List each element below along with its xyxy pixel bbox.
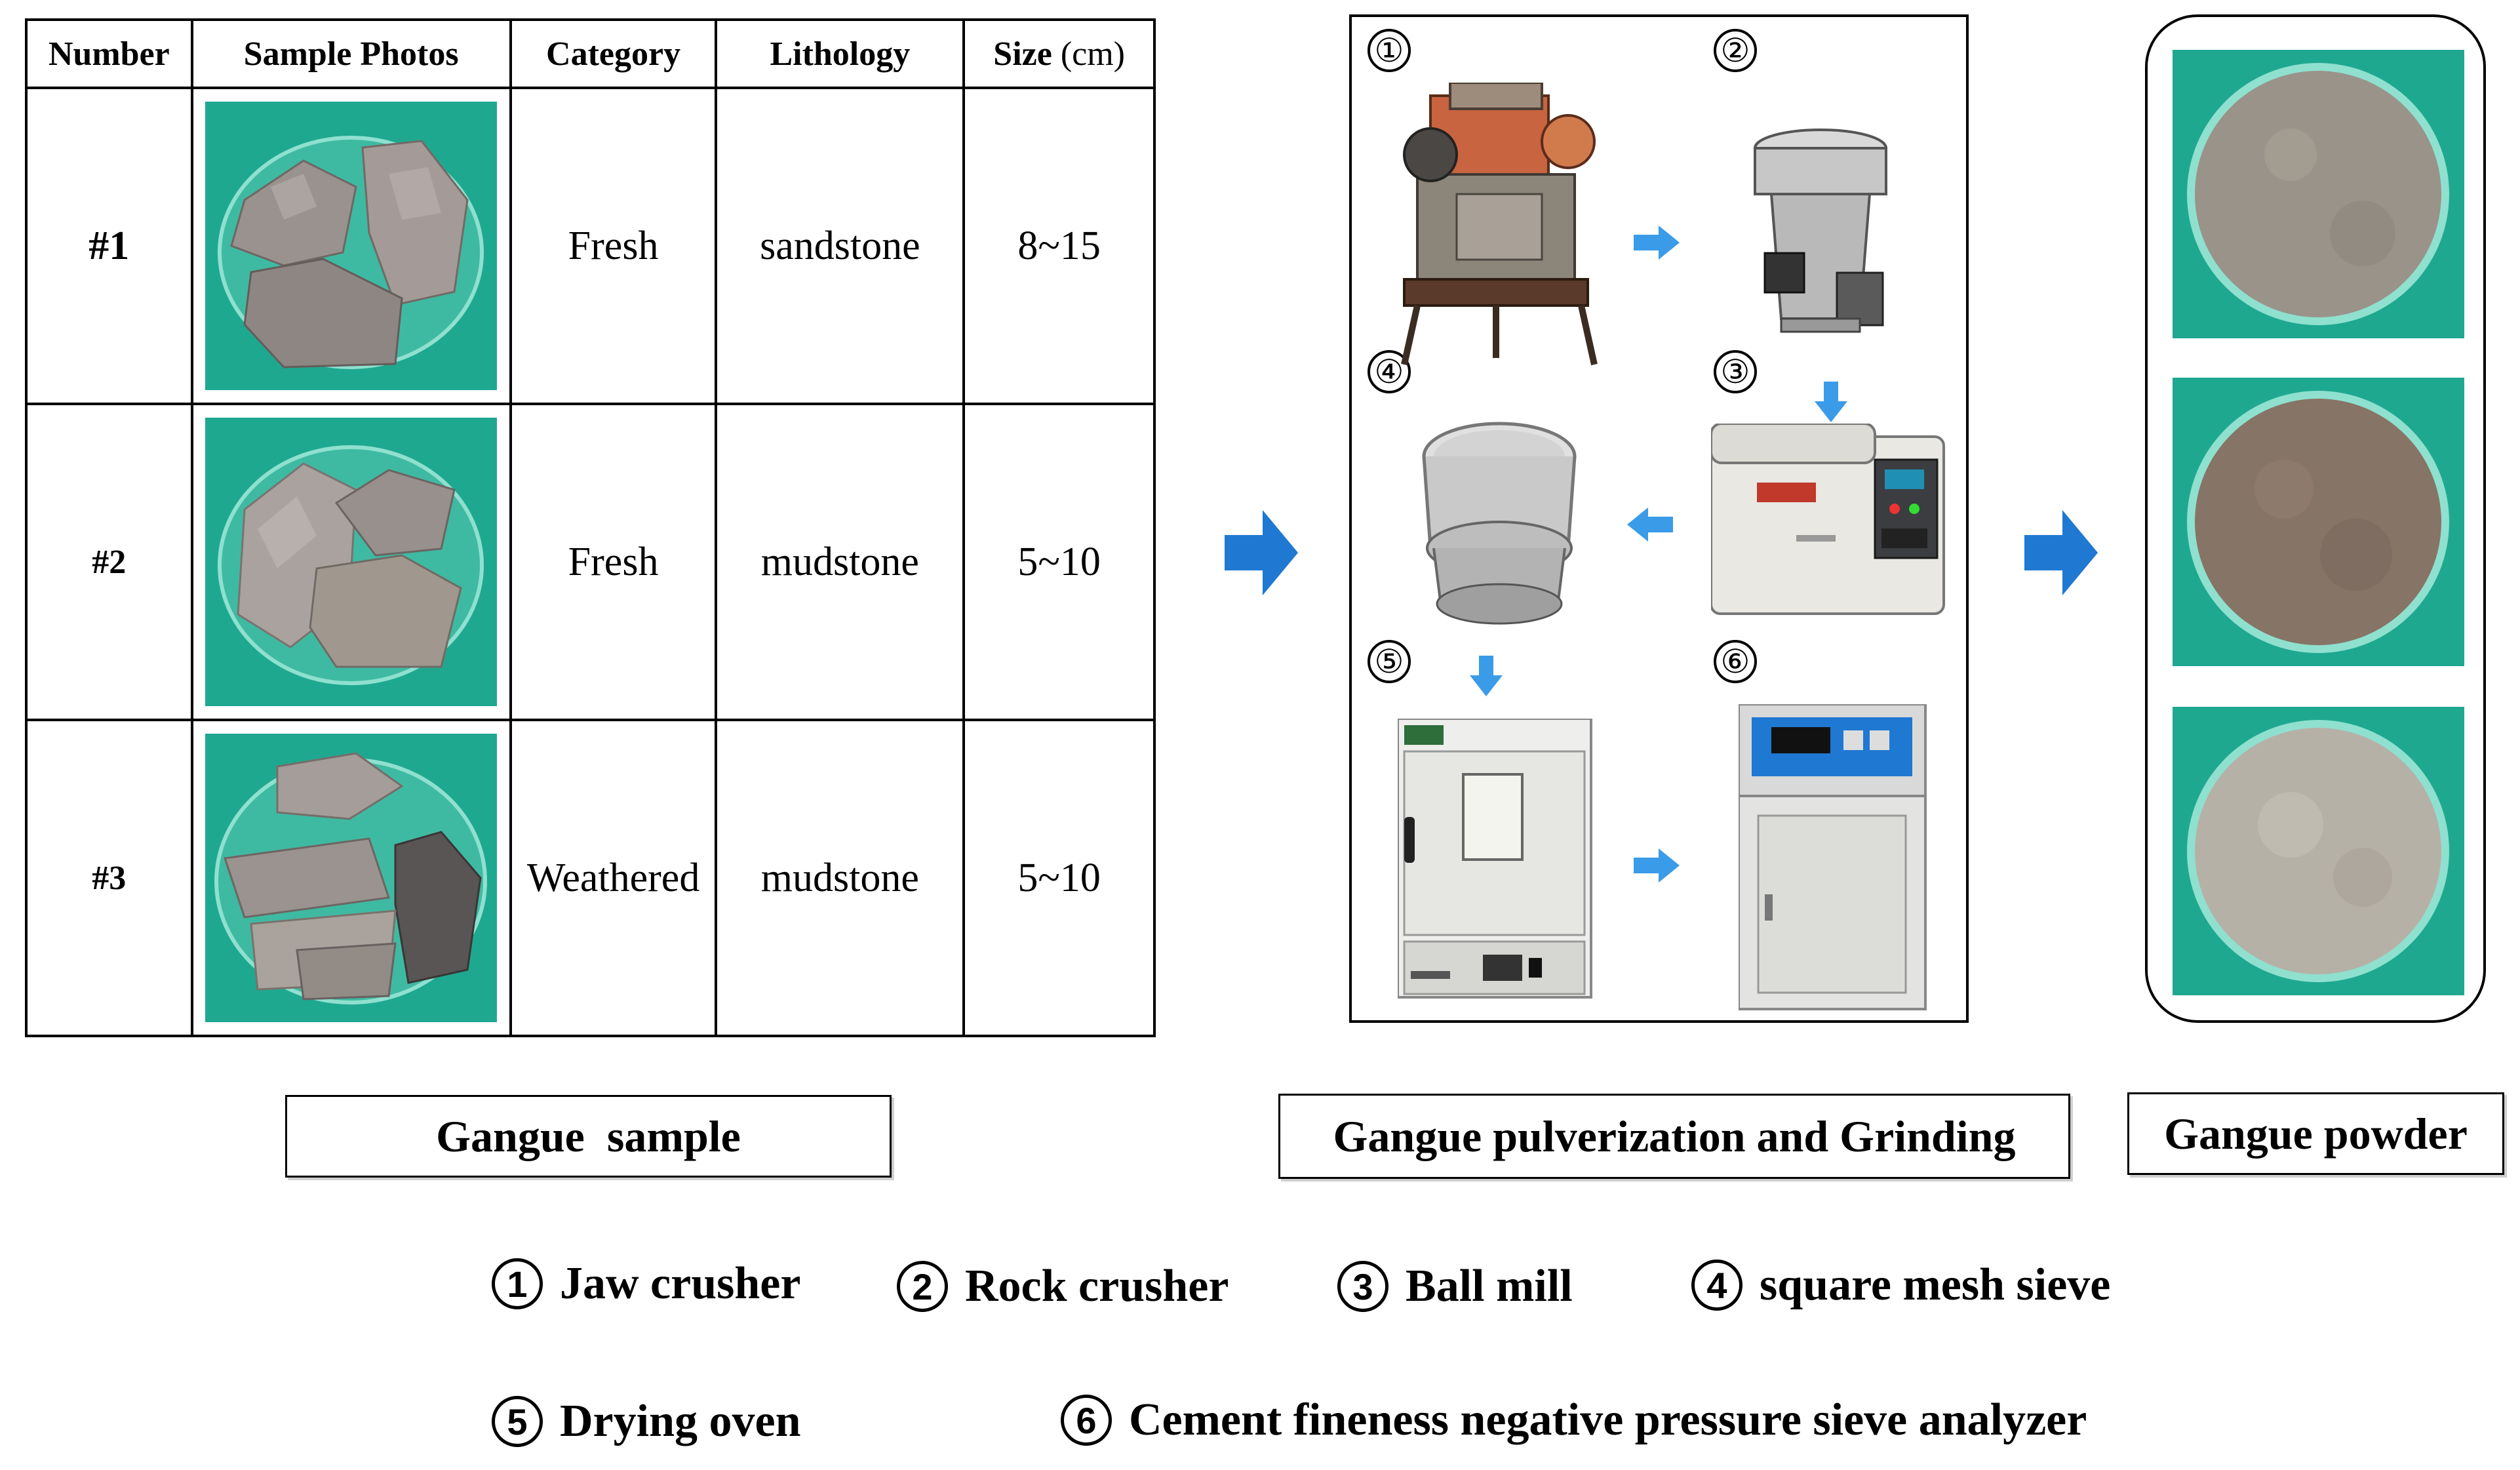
sample-photo-cell bbox=[190, 87, 512, 405]
step-number-4: ④ bbox=[1368, 350, 1411, 393]
header-number: Number bbox=[25, 18, 193, 89]
legend-rock-crusher: 2 Rock crusher bbox=[897, 1260, 1229, 1313]
pulverization-caption: Gangue pulverization and Grinding bbox=[1278, 1094, 2070, 1179]
legend-number: 1 bbox=[492, 1258, 543, 1309]
row-size: 5~10 bbox=[962, 719, 1156, 1037]
ball-mill-image bbox=[1711, 424, 1947, 620]
step-arrow-right-icon bbox=[1634, 848, 1680, 883]
row-lithology: mudstone bbox=[715, 403, 966, 721]
step-number-1: ① bbox=[1368, 29, 1411, 72]
gangue-sample-caption: Gangue sample bbox=[285, 1095, 892, 1178]
powder-photo-1 bbox=[2173, 50, 2464, 338]
sample-photo-fresh-mudstone bbox=[205, 418, 498, 706]
legend-drying-oven: 5 Drying oven bbox=[492, 1395, 801, 1448]
header-size-unit: (cm) bbox=[1060, 35, 1125, 73]
row-number: #3 bbox=[25, 719, 193, 1037]
sample-photo-cell bbox=[190, 403, 512, 721]
header-size: Size (cm) bbox=[962, 18, 1156, 89]
table-row: #2 Fresh mudstone 5~10 bbox=[25, 403, 1156, 721]
gangue-sample-table: Number Sample Photos Category Lithology … bbox=[25, 18, 1156, 1037]
legend-label: Drying oven bbox=[560, 1396, 801, 1446]
step-number-3: ③ bbox=[1714, 350, 1757, 393]
header-size-label: Size bbox=[993, 35, 1052, 73]
powder-photo-2 bbox=[2173, 378, 2464, 666]
step-number-5: ⑤ bbox=[1368, 640, 1411, 683]
row-category: Weathered bbox=[509, 719, 718, 1037]
row-number: #2 bbox=[25, 403, 193, 721]
legend-number: 6 bbox=[1061, 1395, 1112, 1446]
step-number-2: ② bbox=[1714, 29, 1757, 72]
legend-number: 4 bbox=[1691, 1260, 1742, 1311]
step-arrow-down-icon bbox=[1470, 656, 1503, 696]
jaw-crusher-image bbox=[1391, 83, 1614, 371]
row-lithology: mudstone bbox=[715, 719, 966, 1037]
step-arrow-down-icon bbox=[1815, 382, 1847, 422]
legend-label: Jaw crusher bbox=[560, 1258, 801, 1309]
table-row: #1 Fresh sandstone 8~15 bbox=[25, 87, 1156, 405]
square-mesh-sieve-image bbox=[1417, 417, 1581, 633]
flow-arrow-right-icon bbox=[1225, 510, 1298, 595]
flow-arrow-right-icon bbox=[2024, 510, 2098, 595]
rock-crusher-image bbox=[1745, 122, 1896, 338]
legend-label: square mesh sieve bbox=[1760, 1260, 2111, 1310]
row-lithology: sandstone bbox=[715, 87, 966, 405]
row-size: 8~15 bbox=[962, 87, 1156, 405]
gangue-powder-panel bbox=[2145, 14, 2486, 1023]
legend-label: Ball mill bbox=[1406, 1261, 1573, 1311]
row-size: 5~10 bbox=[962, 403, 1156, 721]
legend-label: Rock crusher bbox=[965, 1261, 1229, 1311]
table-row: #3 Weathered mudstone 5~10 bbox=[25, 719, 1156, 1037]
row-number: #1 bbox=[25, 87, 193, 405]
header-lithology: Lithology bbox=[715, 18, 966, 89]
step-arrow-right-icon bbox=[1634, 226, 1680, 260]
pulverization-process-panel: ① ② ④ ③ ⑤ ⑥ bbox=[1349, 14, 1969, 1023]
legend-jaw-crusher: 1 Jaw crusher bbox=[492, 1258, 800, 1310]
sample-photo-cell bbox=[190, 719, 512, 1037]
gangue-powder-caption: Gangue powder bbox=[2127, 1092, 2504, 1175]
header-sample-photos: Sample Photos bbox=[190, 18, 512, 89]
powder-photo-3 bbox=[2173, 707, 2464, 995]
legend-number: 3 bbox=[1337, 1261, 1388, 1312]
sample-photo-sandstone bbox=[205, 102, 498, 390]
drying-oven-image bbox=[1398, 719, 1594, 1001]
sample-photo-weathered-mudstone bbox=[205, 734, 498, 1022]
legend-number: 5 bbox=[492, 1396, 543, 1447]
table-header-row: Number Sample Photos Category Lithology … bbox=[25, 18, 1156, 89]
sieve-analyzer-image bbox=[1739, 704, 1929, 1012]
legend-label: Cement fineness negative pressure sieve … bbox=[1129, 1395, 2087, 1445]
step-number-6: ⑥ bbox=[1714, 640, 1757, 683]
legend-sieve-analyzer: 6 Cement fineness negative pressure siev… bbox=[1061, 1394, 2087, 1446]
step-arrow-left-icon bbox=[1627, 507, 1673, 542]
legend-square-mesh-sieve: 4 square mesh sieve bbox=[1691, 1259, 2110, 1311]
legend-number: 2 bbox=[897, 1261, 948, 1312]
row-category: Fresh bbox=[509, 87, 718, 405]
header-category: Category bbox=[509, 18, 718, 89]
legend-ball-mill: 3 Ball mill bbox=[1337, 1260, 1573, 1313]
row-category: Fresh bbox=[509, 403, 718, 721]
